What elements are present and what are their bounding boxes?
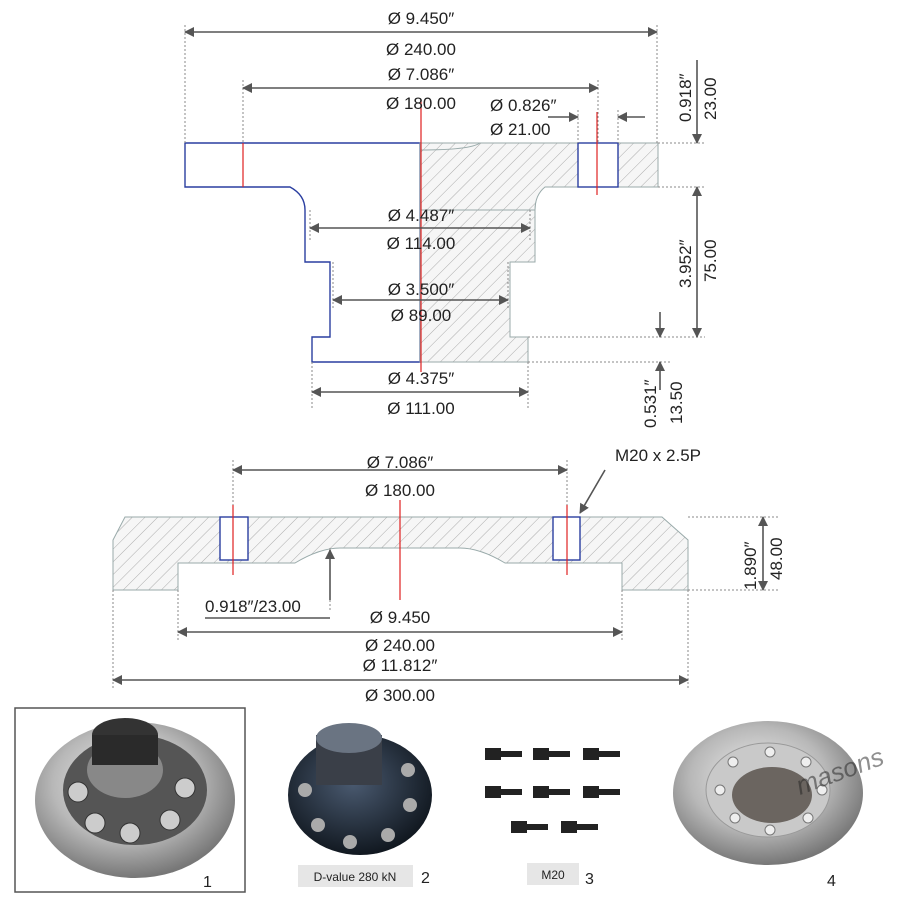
dim-base-thk-mm: 13.50 [667, 381, 686, 424]
dim-flange-thk-mm: 23.00 [701, 77, 720, 120]
dim-hub-mm: Ø 114.00 [387, 234, 456, 253]
photo-4-plate: 4 [673, 721, 863, 890]
dim-hub-height-in: 3.952″ [676, 239, 695, 288]
plate-outer-mm: Ø 300.00 [365, 686, 435, 705]
plate-thk-in: 1.890″ [741, 541, 760, 590]
photo-1-number: 1 [203, 874, 212, 891]
recess-diameter-in: Ø 9.450 [370, 608, 431, 627]
thread-spec: M20 x 2.5P [615, 446, 701, 465]
dim-outer-in: Ø 9.450″ [388, 9, 455, 28]
dim-hub-height-mm: 75.00 [701, 239, 720, 282]
dim-outer-mm: Ø 240.00 [386, 40, 456, 59]
dim-hub-in: Ø 4.487″ [388, 206, 455, 225]
photo-3-bolts: M20 3 [485, 748, 620, 888]
dim-flange-thk-in: 0.918″ [676, 73, 695, 122]
bolt-icon [485, 748, 620, 833]
photo-4-number: 4 [827, 873, 836, 890]
plate-section-view: Ø 7.086″ Ø 180.00 M20 x 2.5P 1.890″ 48.0… [112, 446, 786, 705]
photo-3-number: 3 [585, 871, 594, 888]
dim-hole-mm: Ø 21.00 [490, 120, 551, 139]
plate-bolt-circle-mm: Ø 180.00 [365, 481, 435, 500]
plate-outer-in: Ø 11.812″ [363, 656, 438, 675]
dim-base-in: Ø 4.375″ [388, 369, 455, 388]
photo-2-kingpin: D-value 280 kN 2 [288, 723, 432, 887]
plate-bolt-circle-in: Ø 7.086″ [367, 453, 434, 472]
dim-hole-in: Ø 0.826″ [490, 96, 557, 115]
top-section-view: Ø 9.450″ Ø 240.00 Ø 7.086″ Ø 180.00 Ø 0.… [184, 9, 720, 428]
dim-base-thk-in: 0.531″ [641, 379, 660, 428]
dim-bolt-circle-mm: Ø 180.00 [386, 94, 456, 113]
dim-neck-in: Ø 3.500″ [388, 280, 455, 299]
photo-3-tag: M20 [541, 868, 565, 882]
photo-2-tag: D-value 280 kN [314, 870, 397, 884]
plate-thk-mm: 48.00 [767, 537, 786, 580]
photo-1-assembly: 1 [14, 707, 246, 893]
photo-2-number: 2 [421, 870, 430, 887]
dim-base-mm: Ø 111.00 [387, 399, 454, 418]
recess-depth: 0.918″/23.00 [205, 597, 301, 616]
recess-diameter-mm: Ø 240.00 [365, 636, 435, 655]
dim-neck-mm: Ø 89.00 [391, 306, 452, 325]
dim-bolt-circle-in: Ø 7.086″ [388, 65, 455, 84]
